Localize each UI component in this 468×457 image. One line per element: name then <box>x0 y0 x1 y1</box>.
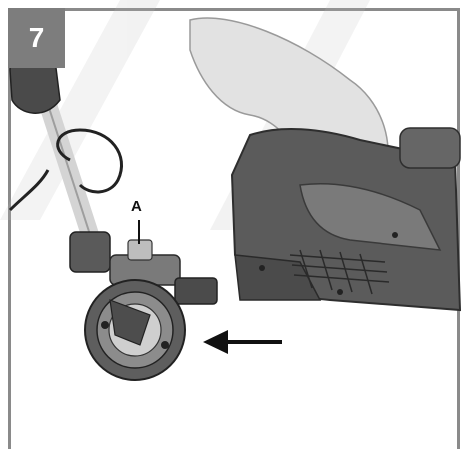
callout-label-a: A <box>131 198 142 215</box>
blower-housing <box>230 127 462 312</box>
step-number-badge: 7 <box>8 8 65 68</box>
connector-head <box>84 239 218 381</box>
left-arrow-icon <box>203 330 282 354</box>
figure-frame <box>8 8 460 449</box>
vent-grille <box>289 249 390 295</box>
